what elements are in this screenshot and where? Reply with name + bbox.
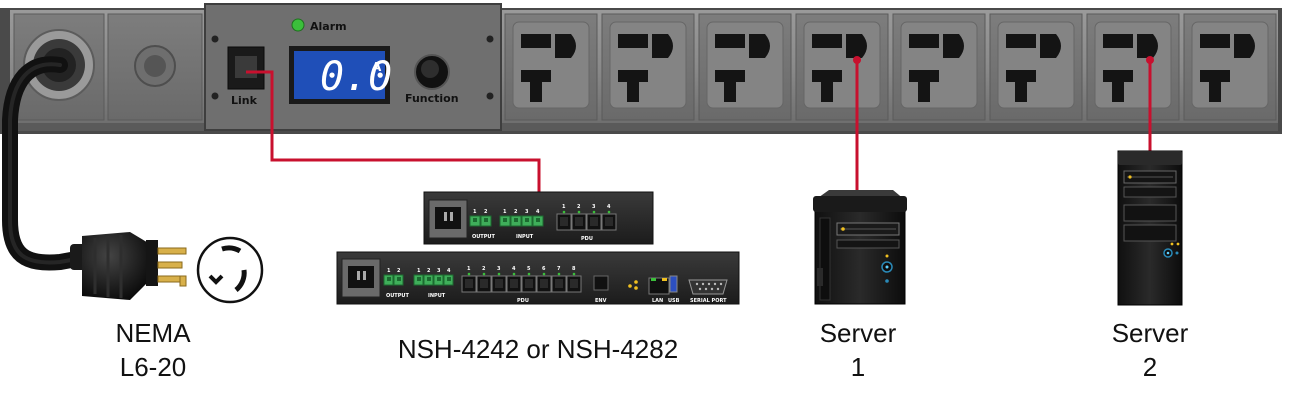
status-led-icon — [634, 286, 638, 290]
terminal-number: 2 — [484, 209, 488, 215]
pdu-outlet-3 — [698, 13, 792, 121]
pdu-outlet-7 — [1086, 13, 1180, 121]
screw-icon — [211, 35, 219, 43]
terminal-number: 2 — [514, 209, 518, 215]
terminal-number: 4 — [536, 209, 540, 215]
hub-caption-text: NSH-4242 or NSH-4282 — [397, 334, 679, 364]
screw-icon — [211, 92, 219, 100]
lan-label: LAN — [652, 298, 663, 304]
pdu-label: PDU — [581, 236, 593, 242]
port-number: 7 — [557, 266, 561, 272]
link-label: Link — [231, 94, 258, 107]
power-plug — [2, 56, 187, 300]
terminal-number: 2 — [397, 268, 401, 274]
terminal-number: 3 — [437, 268, 441, 274]
pdu-ports: 1 2 3 4 5 6 7 8 — [461, 266, 582, 293]
status-led-icon — [628, 284, 632, 288]
terminal-number: 1 — [503, 209, 507, 215]
env-port — [593, 275, 609, 291]
port-number: 6 — [542, 266, 546, 272]
pdu-label: PDU — [517, 298, 529, 304]
port-number: 4 — [607, 204, 611, 210]
input-terminals: 1 2 3 4 — [499, 209, 544, 227]
input-label: INPUT — [428, 293, 446, 299]
usb-label: USB — [668, 298, 680, 304]
hub-caption: NSH-4242 or NSH-4282 — [368, 332, 708, 366]
pdu-outlet-2 — [601, 13, 695, 121]
port-number: 1 — [467, 266, 471, 272]
pdu-breaker — [107, 13, 203, 121]
serial-port — [688, 279, 728, 295]
port-number: 2 — [577, 204, 581, 210]
current-display-value: 0.0 — [320, 54, 392, 100]
link-cable-to-hub — [246, 70, 541, 194]
terminal-number: 4 — [447, 268, 451, 274]
alarm-led-icon — [291, 18, 305, 32]
pdu-outlet-4 — [795, 13, 889, 121]
pdu-outlet-group — [504, 13, 1277, 121]
pdu-ports: 1 2 3 4 — [556, 204, 617, 231]
pdu-control-panel: Link Alarm 0.0 A Function — [204, 3, 502, 131]
port-number: 3 — [592, 204, 596, 210]
plug-caption-line-2: L6-20 — [119, 352, 187, 382]
usb-port — [669, 275, 678, 293]
terminal-number: 1 — [473, 209, 477, 215]
terminal-number: 1 — [417, 268, 421, 274]
pdu-outlet-8 — [1183, 13, 1277, 121]
terminal-number: 1 — [387, 268, 391, 274]
server-2-caption-line-2: 2 — [1142, 352, 1158, 382]
port-number: 8 — [572, 266, 576, 272]
pdu-outlet-5 — [892, 13, 986, 121]
port-number: 5 — [527, 266, 531, 272]
status-led-icon — [634, 280, 638, 284]
output-label: OUTPUT — [472, 234, 495, 240]
server-2 — [1117, 150, 1183, 306]
port-number: 1 — [562, 204, 566, 210]
lan-port — [648, 277, 670, 295]
alarm-label: Alarm — [310, 20, 347, 33]
terminal-number: 3 — [525, 209, 529, 215]
env-label: ENV — [595, 298, 607, 304]
plug-caption-line-1: NEMA — [115, 318, 191, 348]
server-1-caption-line-1: Server — [819, 318, 897, 348]
server-1-caption-line-2: 1 — [850, 352, 866, 382]
serial-port-label: SERIAL PORT — [690, 298, 727, 304]
screw-icon — [486, 92, 494, 100]
output-label: OUTPUT — [386, 293, 409, 299]
screw-icon — [486, 35, 494, 43]
pdu-outlet-6 — [989, 13, 1083, 121]
server-1-caption: Server 1 — [788, 316, 928, 384]
input-label: INPUT — [516, 234, 534, 240]
server-2-caption-line-1: Server — [1111, 318, 1189, 348]
pdu-outlet-1 — [504, 13, 598, 121]
link-cables — [246, 56, 1154, 194]
nema-receptacle-icon — [196, 236, 264, 304]
server-2-caption: Server 2 — [1080, 316, 1220, 384]
port-number: 4 — [512, 266, 516, 272]
server-1 — [813, 190, 907, 305]
port-number: 2 — [482, 266, 486, 272]
port-number: 3 — [497, 266, 501, 272]
function-label: Function — [405, 92, 459, 105]
current-display-unit: A — [372, 60, 382, 74]
plug-caption: NEMA L6-20 — [78, 316, 228, 384]
pdu-strip: Link Alarm 0.0 A Function — [0, 3, 1282, 134]
terminal-number: 2 — [427, 268, 431, 274]
